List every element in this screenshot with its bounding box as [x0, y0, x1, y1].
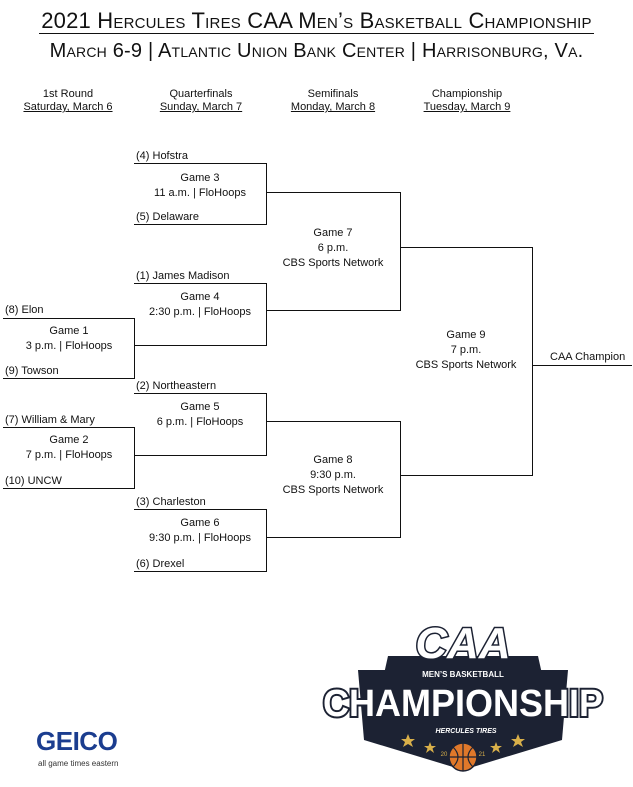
bracket-line: [3, 488, 135, 489]
logo-year-right: 21: [479, 752, 486, 758]
bracket-line: [3, 427, 135, 428]
times-note: all game times eastern: [38, 759, 119, 768]
bracket-line: [266, 192, 401, 193]
bracket-line: [400, 421, 401, 538]
bracket-line: [3, 318, 135, 319]
bracket-line: [3, 378, 135, 379]
bracket-line: [134, 509, 266, 510]
bracket-line: [134, 345, 266, 346]
champion-line: [532, 365, 632, 366]
logo-year-left: 20: [441, 752, 448, 758]
team-delaware: (5) Delaware: [136, 211, 199, 223]
bracket-line: [134, 571, 266, 572]
caa-championship-logo: CAA MEN’S BASKETBALL CHAMPIONSHIP HERCUL…: [321, 618, 605, 772]
basketball-icon: [448, 742, 478, 772]
star-icon: [401, 734, 525, 753]
team-charleston: (3) Charleston: [136, 496, 206, 508]
bracket-line: [266, 163, 267, 225]
team-towson: (9) Towson: [5, 365, 59, 377]
bracket-line: [134, 163, 266, 164]
team-james-madison: (1) James Madison: [136, 270, 230, 282]
bracket-line: [134, 455, 266, 456]
team-william-mary: (7) William & Mary: [5, 414, 95, 426]
bracket-line: [266, 537, 401, 538]
bracket-line: [400, 192, 401, 311]
geico-logo: GEICO: [36, 726, 118, 756]
page-title: 2021 Hercules Tires CAA Men’s Basketball…: [39, 8, 594, 34]
champion-label: CAA Champion: [550, 351, 626, 363]
bracket-line: [532, 247, 533, 476]
team-uncw: (10) UNCW: [5, 475, 62, 487]
bracket-line: [134, 224, 266, 225]
bracket-line: [266, 310, 401, 311]
page-subtitle: March 6-9 | Atlantic Union Bank Center |…: [49, 40, 584, 62]
bracket-line: [266, 283, 267, 346]
logo-sub-text: MEN’S BASKETBALL: [422, 670, 504, 679]
logo-caa-text: CAA: [415, 619, 510, 668]
logo-sponsor-text: HERCULES TIRES: [435, 728, 496, 735]
bracket-line: [266, 393, 267, 456]
logo-championship-text: CHAMPIONSHIP: [323, 683, 603, 725]
team-drexel: (6) Drexel: [136, 558, 185, 570]
team-hofstra: (4) Hofstra: [136, 150, 188, 162]
bracket-line: [266, 509, 267, 572]
bracket-line: [134, 283, 266, 284]
team-northeastern: (2) Northeastern: [136, 380, 217, 392]
bracket-line: [134, 393, 266, 394]
bracket-line: [400, 247, 533, 248]
bracket-line: [134, 427, 135, 489]
team-elon: (8) Elon: [5, 304, 44, 316]
bracket-line: [134, 318, 135, 379]
bracket-line: [266, 421, 401, 422]
bracket-line: [400, 475, 533, 476]
